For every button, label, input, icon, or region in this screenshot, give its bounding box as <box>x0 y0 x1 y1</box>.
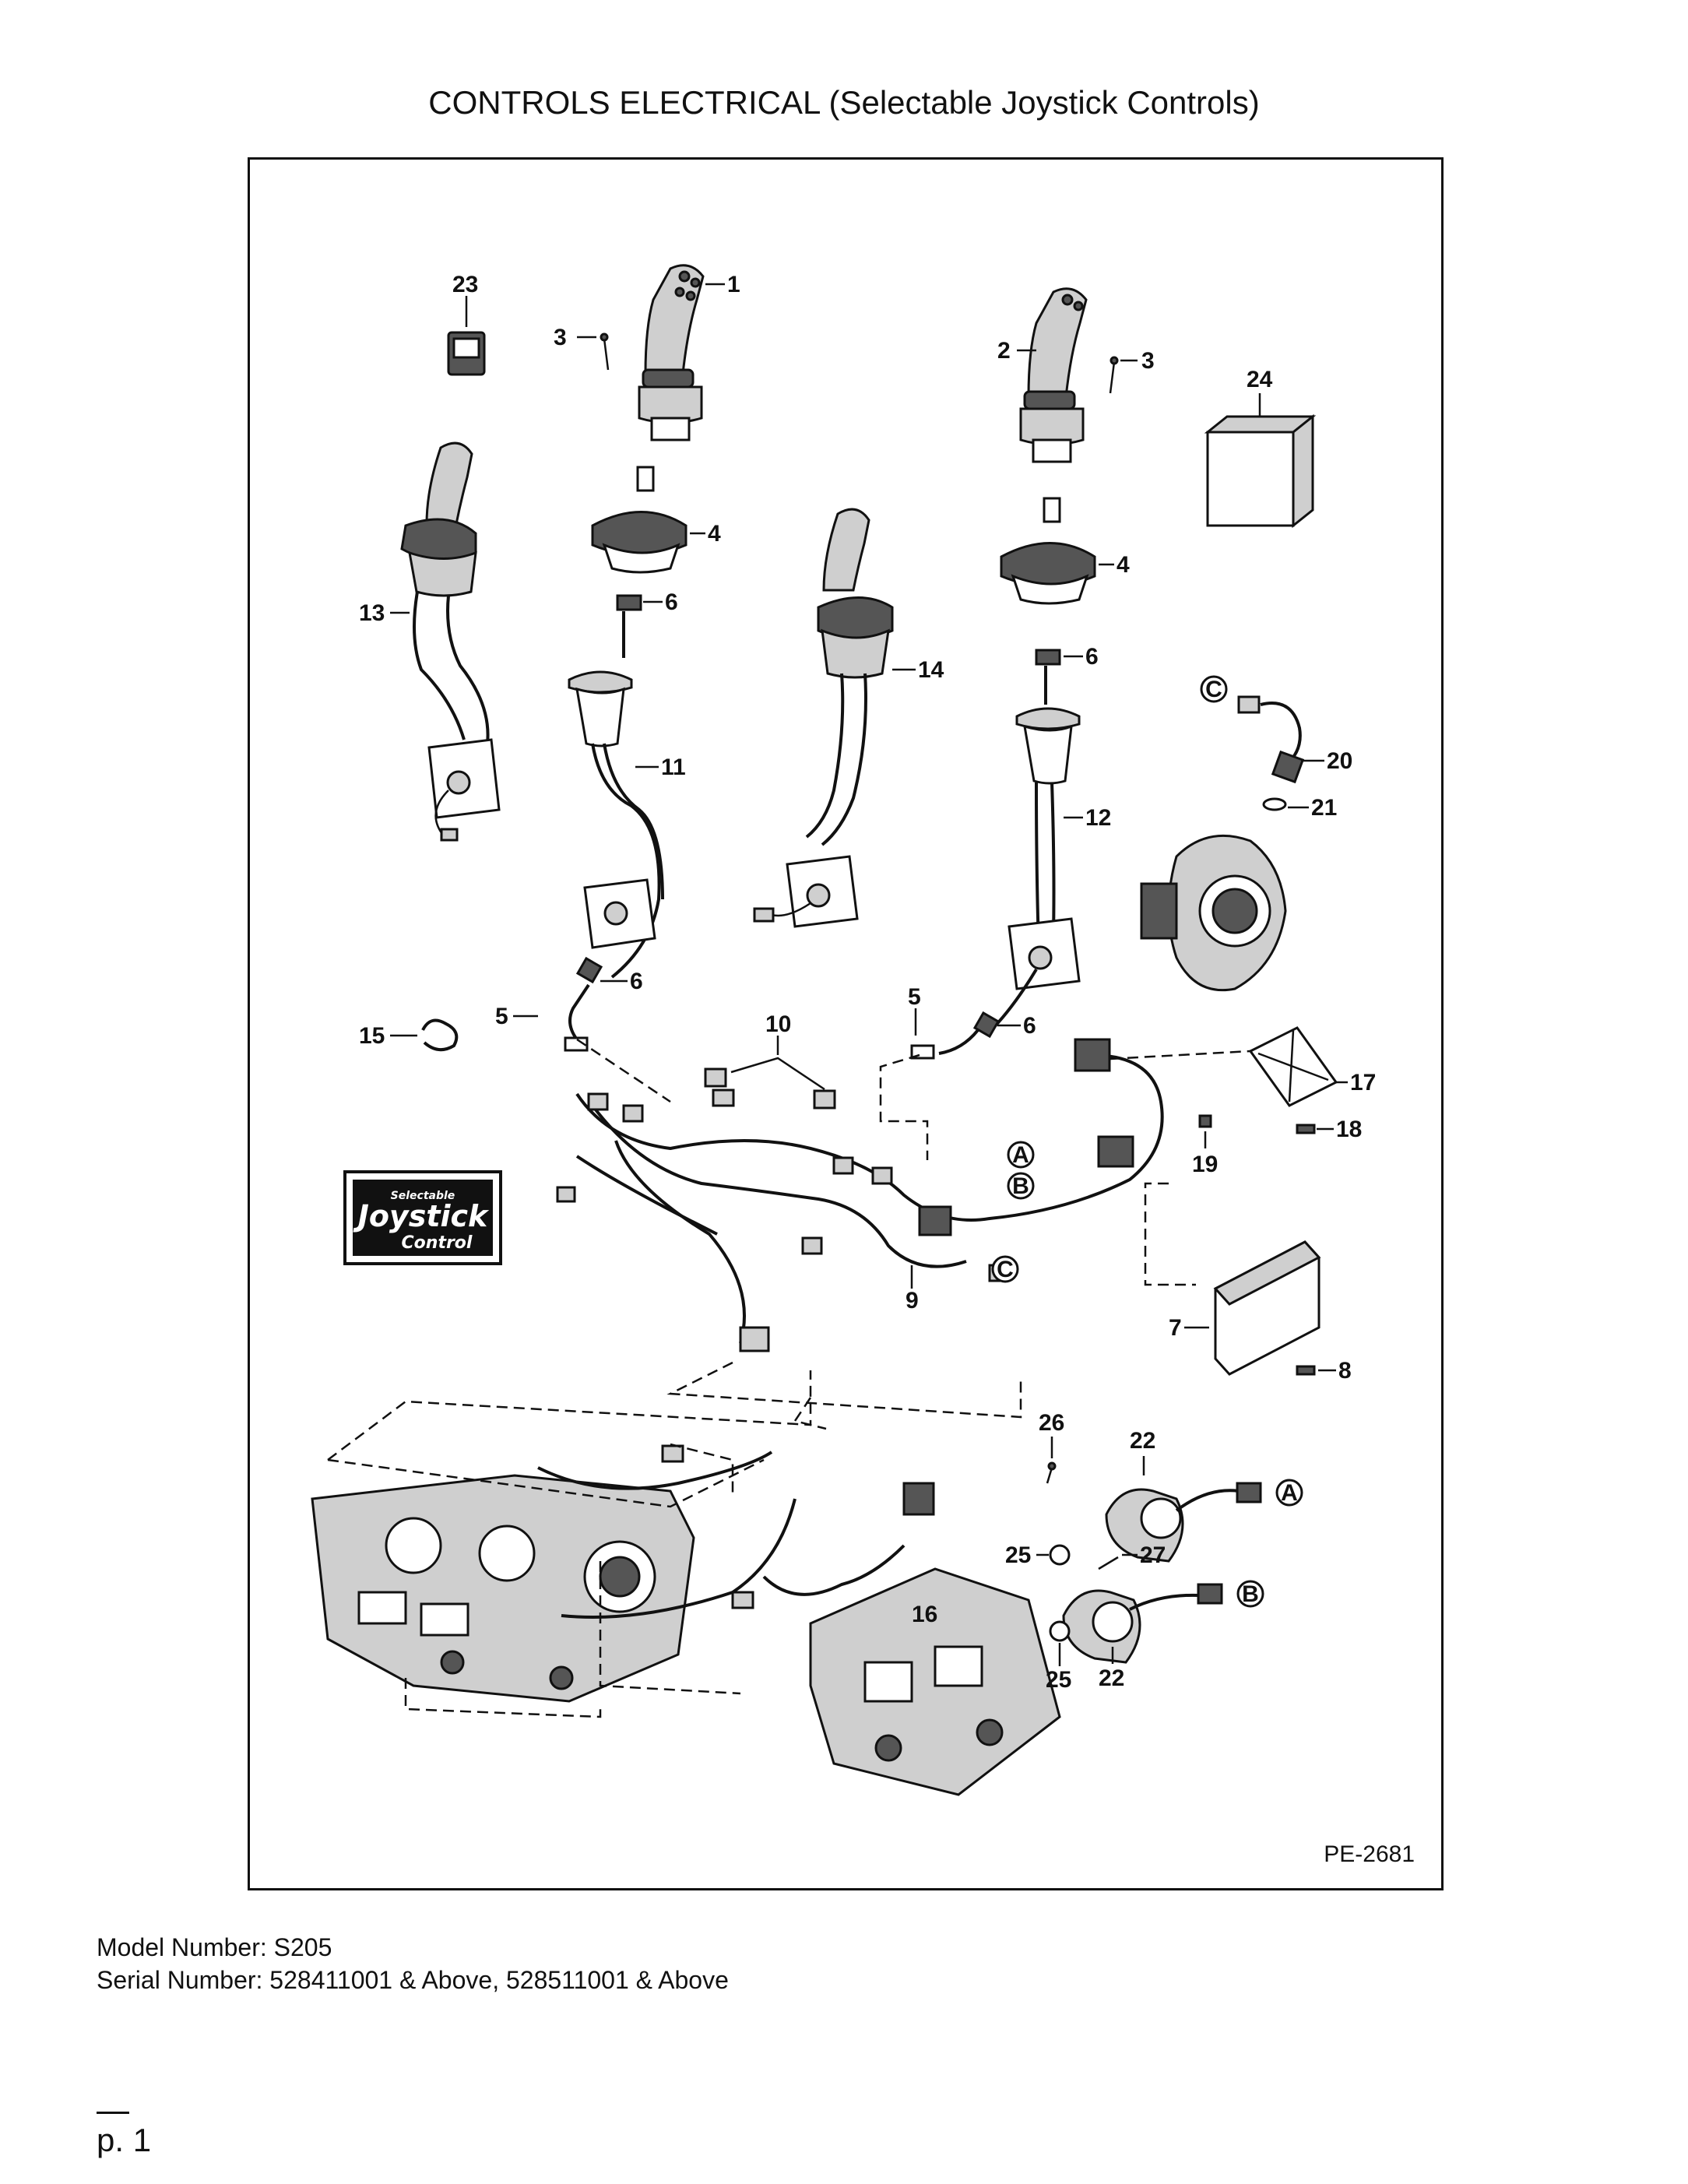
callout-19: 19 <box>1192 1152 1218 1177</box>
part-12-harness-right <box>988 666 1083 1033</box>
callout-1: 1 <box>727 272 740 297</box>
logo-line1: Selectable <box>391 1190 455 1202</box>
callout-5-left: 5 <box>495 1004 508 1029</box>
part-19-nut <box>1198 1114 1212 1148</box>
callout-13: 13 <box>359 600 385 626</box>
part-2-joystick-handle <box>1017 287 1088 463</box>
connector-a-upper: A <box>1012 1142 1029 1168</box>
joystick-control-logo: Selectable Joystick Control <box>343 1170 502 1265</box>
part-6-nut-a <box>616 594 663 611</box>
part-6-nut-b <box>1035 649 1083 666</box>
connector-b-lower: B <box>1242 1581 1259 1607</box>
callout-8: 8 <box>1338 1358 1352 1384</box>
part-18-screw <box>1296 1124 1334 1134</box>
diagram-frame: .p { fill:#fff; stroke:#111; stroke-widt… <box>248 157 1444 1890</box>
callout-11: 11 <box>661 754 686 780</box>
callout-22-lower: 22 <box>1099 1665 1124 1691</box>
part-3-screw-left <box>577 332 610 371</box>
serial-number: Serial Number: 528411001 & Above, 528511… <box>97 1966 729 1994</box>
page-title: CONTROLS ELECTRICAL (Selectable Joystick… <box>428 84 1260 121</box>
dashed-leaders <box>327 1038 1251 1718</box>
part-9-main-harness <box>556 1038 1164 1352</box>
part-23-switch <box>447 296 486 376</box>
callout-6-c: 6 <box>630 969 643 994</box>
callout-labels: 1 2 3 3 4 4 5 5 6 6 6 6 7 8 9 10 11 12 1… <box>359 272 1376 1693</box>
part-20-harness-sensor <box>1237 695 1324 784</box>
callout-15: 15 <box>359 1023 385 1049</box>
connector-b-upper: B <box>1012 1173 1029 1199</box>
callout-4-right: 4 <box>1117 552 1130 578</box>
callout-3-left: 3 <box>554 325 567 350</box>
callout-3-right: 3 <box>1141 348 1155 374</box>
callout-4-left: 4 <box>708 521 721 547</box>
callout-6-a: 6 <box>665 589 678 615</box>
connector-c-upper: C <box>1205 677 1222 702</box>
page-number: p. 1 <box>97 2122 152 2158</box>
part-27-screw <box>1098 1553 1138 1570</box>
part-13-joystick-assembly <box>390 441 501 842</box>
part-21-oring <box>1262 797 1309 811</box>
exploded-parts-diagram: .p { fill:#fff; stroke:#111; stroke-widt… <box>311 264 1376 1796</box>
part-24-module-box <box>1204 393 1317 529</box>
logo-line2: Joystick <box>353 1199 490 1233</box>
callout-25-upper: 25 <box>1005 1542 1031 1568</box>
connector-markers: A B C C A B <box>991 675 1303 1608</box>
callout-6-d: 6 <box>1023 1013 1036 1039</box>
part-25-oring-upper <box>1036 1544 1071 1566</box>
part-11-harness-left <box>568 611 664 979</box>
callout-25-lower: 25 <box>1046 1667 1071 1693</box>
figure-code: PE-2681 <box>1324 1841 1415 1867</box>
control-valve <box>809 1567 1061 1796</box>
part-7-controller <box>1184 1240 1321 1376</box>
callout-22-upper: 22 <box>1130 1428 1155 1454</box>
part-5-connector-right <box>910 1008 1021 1060</box>
callout-6-b: 6 <box>1085 644 1099 670</box>
callout-2: 2 <box>997 338 1011 364</box>
part-25-oring-lower <box>1049 1620 1071 1666</box>
page-divider <box>97 2112 129 2114</box>
callout-18: 18 <box>1336 1117 1362 1142</box>
part-8-screw <box>1296 1365 1336 1376</box>
part-3-screw-right <box>1109 356 1138 394</box>
connector-a-lower: A <box>1281 1480 1298 1506</box>
callout-26: 26 <box>1039 1410 1064 1436</box>
callout-12: 12 <box>1085 805 1111 831</box>
logo-line3: Control <box>402 1233 473 1253</box>
callout-23: 23 <box>452 272 478 297</box>
callout-5-right: 5 <box>908 984 921 1010</box>
callout-7: 7 <box>1169 1315 1182 1341</box>
callout-20: 20 <box>1327 748 1352 774</box>
part-5-connector-left <box>513 956 628 1052</box>
callout-24: 24 <box>1247 367 1273 392</box>
hydrostatic-pump <box>311 1474 695 1703</box>
callout-21: 21 <box>1311 795 1337 821</box>
part-4-boot-left <box>591 466 705 574</box>
callout-17: 17 <box>1350 1070 1376 1096</box>
part-15-clamp <box>390 1018 459 1052</box>
callout-9: 9 <box>906 1288 919 1314</box>
sensor-housing <box>1140 834 1287 992</box>
part-22-solenoid-lower <box>1062 1583 1223 1664</box>
part-14-joystick-assembly <box>753 508 916 928</box>
model-number: Model Number: S205 <box>97 1933 332 1961</box>
connector-c-lower: C <box>997 1257 1014 1282</box>
part-22-solenoid-upper <box>1105 1456 1262 1563</box>
part-4-boot-right <box>1000 497 1114 605</box>
callout-10: 10 <box>765 1011 791 1037</box>
part-17-mount-plate <box>1248 1026 1348 1107</box>
callout-27: 27 <box>1140 1542 1166 1568</box>
callout-14: 14 <box>918 657 944 683</box>
part-1-joystick-handle <box>638 264 705 441</box>
callout-16: 16 <box>912 1602 937 1627</box>
part-10-caps <box>704 1036 836 1110</box>
part-26-screw <box>1046 1437 1057 1484</box>
